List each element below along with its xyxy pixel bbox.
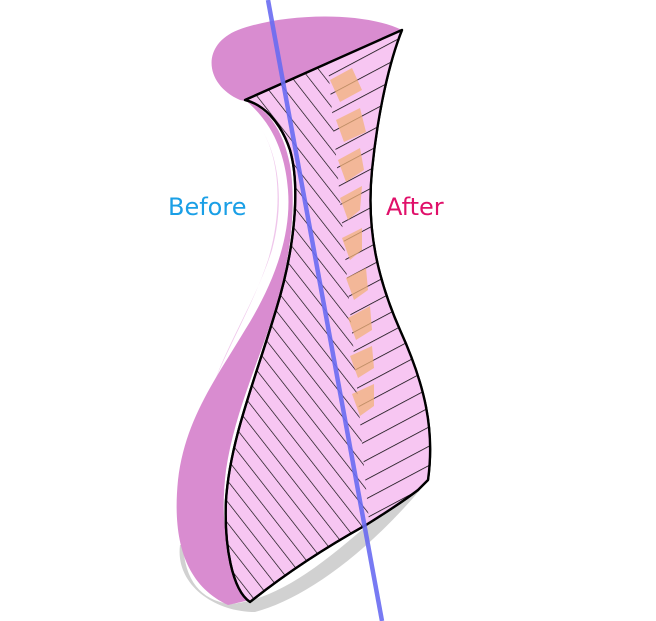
before-label: Before xyxy=(168,193,247,221)
after-label: After xyxy=(386,193,444,221)
vase-rim xyxy=(211,16,402,101)
rotation-axis xyxy=(265,0,385,621)
orange-marks xyxy=(330,68,374,416)
vase-outer-body xyxy=(176,100,293,605)
cross-section-outline xyxy=(224,28,432,604)
vase-outer-highlight xyxy=(215,130,279,380)
